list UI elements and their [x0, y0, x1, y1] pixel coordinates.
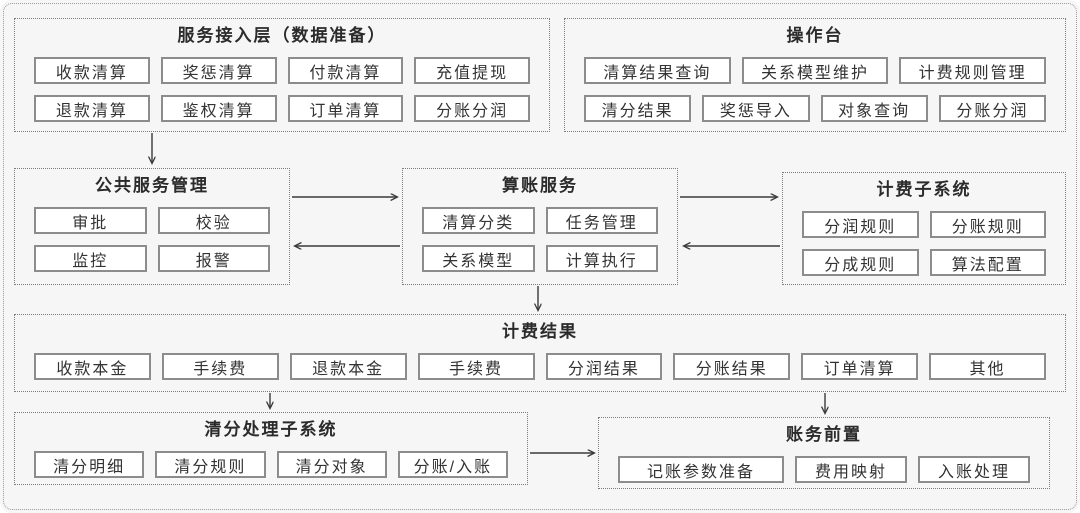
node-box: 清分明细 — [34, 451, 145, 478]
node-box: 费用映射 — [795, 456, 907, 483]
section-public-service-mgmt: 公共服务管理 审批 校验 监控 报警 — [14, 168, 290, 285]
node-box: 鉴权清算 — [160, 95, 277, 122]
chip-row: 记账参数准备 费用映射 入账处理 — [599, 456, 1049, 483]
node-box: 奖惩清算 — [160, 57, 277, 84]
section-service-access-layer: 服务接入层（数据准备） 收款清算 奖惩清算 付款清算 充值提现 退款清算 鉴权清… — [14, 18, 550, 132]
chip-row: 清分结果 奖惩导入 对象查询 分账分润 — [565, 95, 1065, 122]
chip-row: 清算分类 任务管理 — [403, 207, 677, 234]
node-box: 分润规则 — [802, 211, 919, 238]
node-box: 监控 — [34, 245, 147, 272]
node-box: 对象查询 — [820, 95, 928, 122]
node-box: 计算执行 — [545, 245, 658, 272]
node-box: 奖惩导入 — [702, 95, 810, 122]
section-title: 清分处理子系统 — [204, 420, 338, 439]
node-box: 报警 — [157, 245, 270, 272]
node-box: 入账处理 — [918, 456, 1030, 483]
node-box: 分账分润 — [414, 95, 530, 122]
section-title: 账务前置 — [786, 425, 862, 444]
node-box: 任务管理 — [545, 207, 658, 234]
node-box: 清分规则 — [155, 451, 266, 478]
node-box: 关系模型维护 — [741, 57, 889, 84]
section-title: 操作台 — [786, 26, 844, 45]
chip-row: 清分明细 清分规则 清分对象 分账/入账 — [15, 451, 527, 478]
node-box: 充值提现 — [414, 57, 530, 84]
node-box: 分账规则 — [929, 211, 1046, 238]
section-billing-subsystem: 计费子系统 分润规则 分账规则 分成规则 算法配置 — [782, 172, 1066, 285]
section-accounting-service: 算账服务 清算分类 任务管理 关系模型 计算执行 — [402, 168, 678, 285]
node-box: 付款清算 — [287, 57, 404, 84]
node-box: 分成规则 — [802, 249, 919, 276]
chip-row: 关系模型 计算执行 — [403, 245, 677, 272]
node-box: 分账/入账 — [397, 451, 508, 478]
node-box: 收款清算 — [34, 57, 150, 84]
section-title: 算账服务 — [502, 176, 578, 195]
section-title: 计费子系统 — [876, 180, 972, 199]
node-box: 分润结果 — [545, 353, 663, 380]
chip-row: 分润规则 分账规则 — [783, 211, 1065, 238]
node-box: 退款清算 — [34, 95, 150, 122]
chip-row: 清算结果查询 关系模型维护 计费规则管理 — [565, 57, 1065, 84]
node-box: 清算分类 — [422, 207, 535, 234]
node-box: 计费规则管理 — [899, 57, 1047, 84]
node-box: 退款本金 — [289, 353, 407, 380]
section-title: 计费结果 — [502, 322, 578, 341]
section-clearing-subsystem: 清分处理子系统 清分明细 清分规则 清分对象 分账/入账 — [14, 412, 528, 485]
node-box: 清分对象 — [276, 451, 387, 478]
section-billing-result: 计费结果 收款本金 手续费 退款本金 手续费 分润结果 分账结果 订单清算 其他 — [14, 314, 1066, 392]
chip-row: 收款本金 手续费 退款本金 手续费 分润结果 分账结果 订单清算 其他 — [15, 353, 1065, 380]
section-finance-front: 账务前置 记账参数准备 费用映射 入账处理 — [598, 417, 1050, 489]
node-box: 订单清算 — [801, 353, 919, 380]
node-box: 审批 — [34, 207, 147, 234]
node-box: 清算结果查询 — [584, 57, 731, 84]
node-box: 记账参数准备 — [618, 456, 784, 483]
node-box: 手续费 — [417, 353, 535, 380]
node-box: 算法配置 — [929, 249, 1046, 276]
section-title: 服务接入层（数据准备） — [177, 26, 387, 45]
node-box: 校验 — [157, 207, 270, 234]
chip-row: 收款清算 奖惩清算 付款清算 充值提现 — [15, 57, 549, 84]
chip-row: 退款清算 鉴权清算 订单清算 分账分润 — [15, 95, 549, 122]
node-box: 订单清算 — [287, 95, 404, 122]
chip-row: 分成规则 算法配置 — [783, 249, 1065, 276]
section-operation-console: 操作台 清算结果查询 关系模型维护 计费规则管理 清分结果 奖惩导入 对象查询 … — [564, 18, 1066, 132]
chip-row: 审批 校验 — [15, 207, 289, 234]
chip-row: 监控 报警 — [15, 245, 289, 272]
node-box: 其他 — [929, 353, 1046, 380]
section-title: 公共服务管理 — [95, 176, 209, 195]
node-box: 清分结果 — [584, 95, 692, 122]
node-box: 分账分润 — [938, 95, 1046, 122]
node-box: 分账结果 — [673, 353, 791, 380]
node-box: 收款本金 — [34, 353, 151, 380]
node-box: 关系模型 — [422, 245, 535, 272]
node-box: 手续费 — [161, 353, 279, 380]
